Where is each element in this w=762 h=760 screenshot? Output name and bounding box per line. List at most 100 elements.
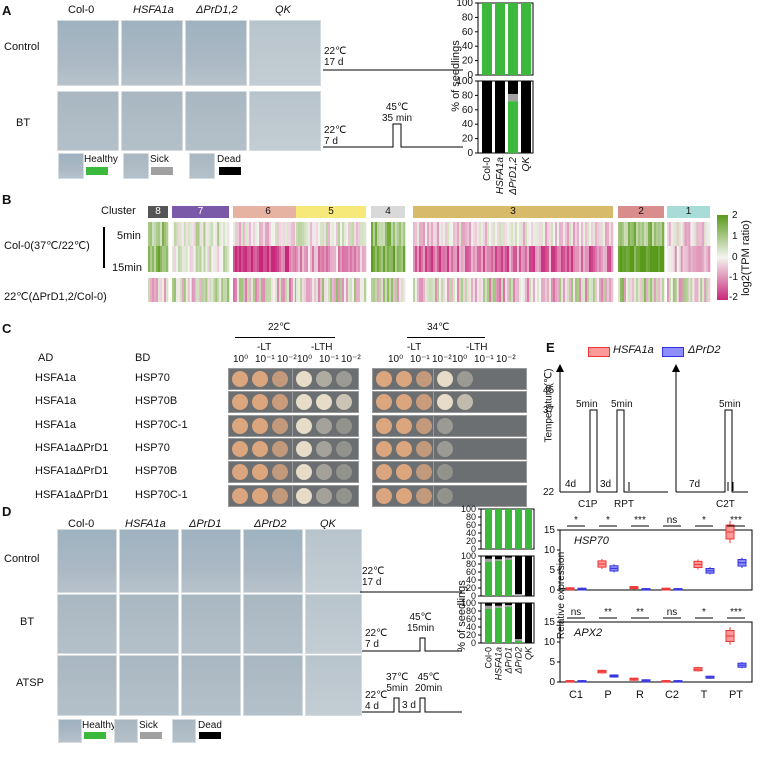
b-heat-cell: [527, 246, 530, 272]
d-chart-bar-2-0-1: [485, 605, 492, 609]
c-dilution-3-0: 10⁰: [452, 354, 468, 365]
b-heat-cell: [457, 222, 460, 246]
b-heat-cell: [156, 246, 159, 272]
c-yeast-spot: [272, 464, 288, 481]
b-heat-cell: [377, 246, 380, 272]
e-box-ticklabel-1-2: 10: [544, 637, 556, 648]
b-heat-cell: [605, 278, 608, 302]
b-heat-cell: [364, 222, 367, 246]
b-heat-cell: [253, 222, 256, 246]
b-heat-cell: [553, 246, 556, 272]
b-heat-cell: [417, 246, 420, 272]
b-heat-cell: [344, 246, 347, 272]
b-heat-cell: [706, 246, 709, 272]
b-heat-cell: [650, 278, 653, 302]
b-heat-cell: [483, 222, 486, 246]
e-xcat-4: T: [701, 689, 708, 701]
b-heat-cell: [219, 278, 222, 302]
b-heat-cell: [579, 222, 582, 246]
d-chart-bar-2-3-2: [515, 603, 522, 639]
b-heat-cell: [489, 246, 492, 272]
b-heat-cell: [344, 222, 347, 246]
c-dilution-1-2: 10⁻²: [341, 354, 361, 365]
b-heat-cell: [609, 278, 612, 302]
b-heat-cell: [177, 278, 181, 302]
c-bd-4: HSP70B: [135, 465, 178, 478]
b-heat-cell: [173, 278, 177, 302]
c-yeast-spot: [416, 417, 432, 434]
b-heat-cell: [667, 222, 670, 246]
d-chart-ticklabel-2-0: 0: [471, 638, 476, 648]
b-heat-cell: [304, 246, 307, 272]
e-sig-0-4: *: [702, 515, 706, 526]
a-chart-ticklabel-1-0: 0: [467, 148, 473, 159]
b-heat-cell: [346, 246, 349, 272]
b-heat-cell: [306, 222, 309, 246]
c-yeast-spot: [376, 371, 392, 387]
a-scheme-bt-base-text: 22℃ 7 d: [324, 125, 347, 147]
b-heat-cell: [322, 222, 325, 246]
a-legend-healthy-photo: [58, 153, 84, 179]
b-heat-cell: [217, 246, 220, 272]
e-sig-1-1: **: [604, 607, 612, 618]
b-heat-cell: [523, 222, 526, 246]
b-heat-cell: [403, 246, 406, 272]
b-heat-cell: [465, 246, 468, 272]
d-chart-ticklabel-2-3: 60: [466, 614, 476, 624]
b-heat-cell: [183, 246, 187, 272]
b-heat-cell: [599, 222, 602, 246]
d-row-atsp: ATSP: [16, 677, 44, 689]
b-heat-cell: [694, 222, 697, 246]
c-yeast-spot: [252, 440, 268, 457]
b-heat-cell: [688, 278, 691, 302]
c-plate-1-3: [433, 391, 527, 414]
b-heat-cell: [497, 278, 500, 302]
b-heat-cell: [344, 278, 347, 302]
c-yeast-spot: [252, 394, 268, 411]
b-scale-tick-0: 0: [732, 252, 738, 263]
b-heat-cell: [300, 278, 303, 302]
a-legend-dead-label: Dead: [217, 154, 241, 165]
c-plate-3-2: [372, 437, 439, 460]
c-sel-lt-2: -LT: [407, 342, 422, 353]
b-heat-cell: [195, 246, 198, 272]
b-heat-cell: [395, 278, 398, 302]
b-heat-cell: [447, 222, 450, 246]
a-chart-bar-0-2-0: [508, 3, 518, 75]
d-legend-healthy-label: Healthy: [82, 720, 116, 731]
panel-label-a: A: [2, 3, 12, 18]
b-heat-cell: [439, 246, 442, 272]
b-heat-cell: [350, 246, 353, 272]
b-heat-cell: [455, 222, 458, 246]
b-heat-cell: [531, 278, 534, 302]
b-heat-cell: [692, 222, 695, 246]
b-heat-cell: [211, 246, 214, 272]
b-heat-cell: [417, 278, 420, 302]
b-heat-cell: [253, 246, 256, 272]
b-heat-cell: [207, 278, 210, 302]
c-plate-5-1: [292, 484, 359, 507]
b-heat-cell: [181, 222, 185, 246]
b-heat-cell: [702, 246, 705, 272]
b-heat-cell: [197, 278, 200, 302]
b-heat-cell: [403, 222, 406, 246]
b-heat-cell: [447, 278, 450, 302]
b-heat-cell: [306, 246, 309, 272]
b-heat-cell: [209, 278, 212, 302]
b-heat-cell: [223, 222, 226, 246]
d-chart-bar-2-1-0: [495, 607, 502, 643]
b-heat-cell: [515, 222, 518, 246]
b-heat-cell: [557, 246, 560, 272]
b-heat-cell: [342, 222, 345, 246]
b-heat-cell: [642, 278, 645, 302]
c-yeast-spot: [437, 487, 453, 504]
b-heat-cell: [415, 278, 418, 302]
b-heat-cell: [489, 278, 492, 302]
b-heat-cell: [158, 246, 161, 272]
b-heat-cell: [676, 222, 680, 246]
b-heat-cell: [628, 246, 631, 272]
e-scheme-c1p: C1P: [578, 499, 598, 510]
c-plate-0-2: [372, 368, 439, 390]
b-heat-cell: [634, 222, 637, 246]
d-chart-bar-1-3-1: [515, 594, 522, 596]
